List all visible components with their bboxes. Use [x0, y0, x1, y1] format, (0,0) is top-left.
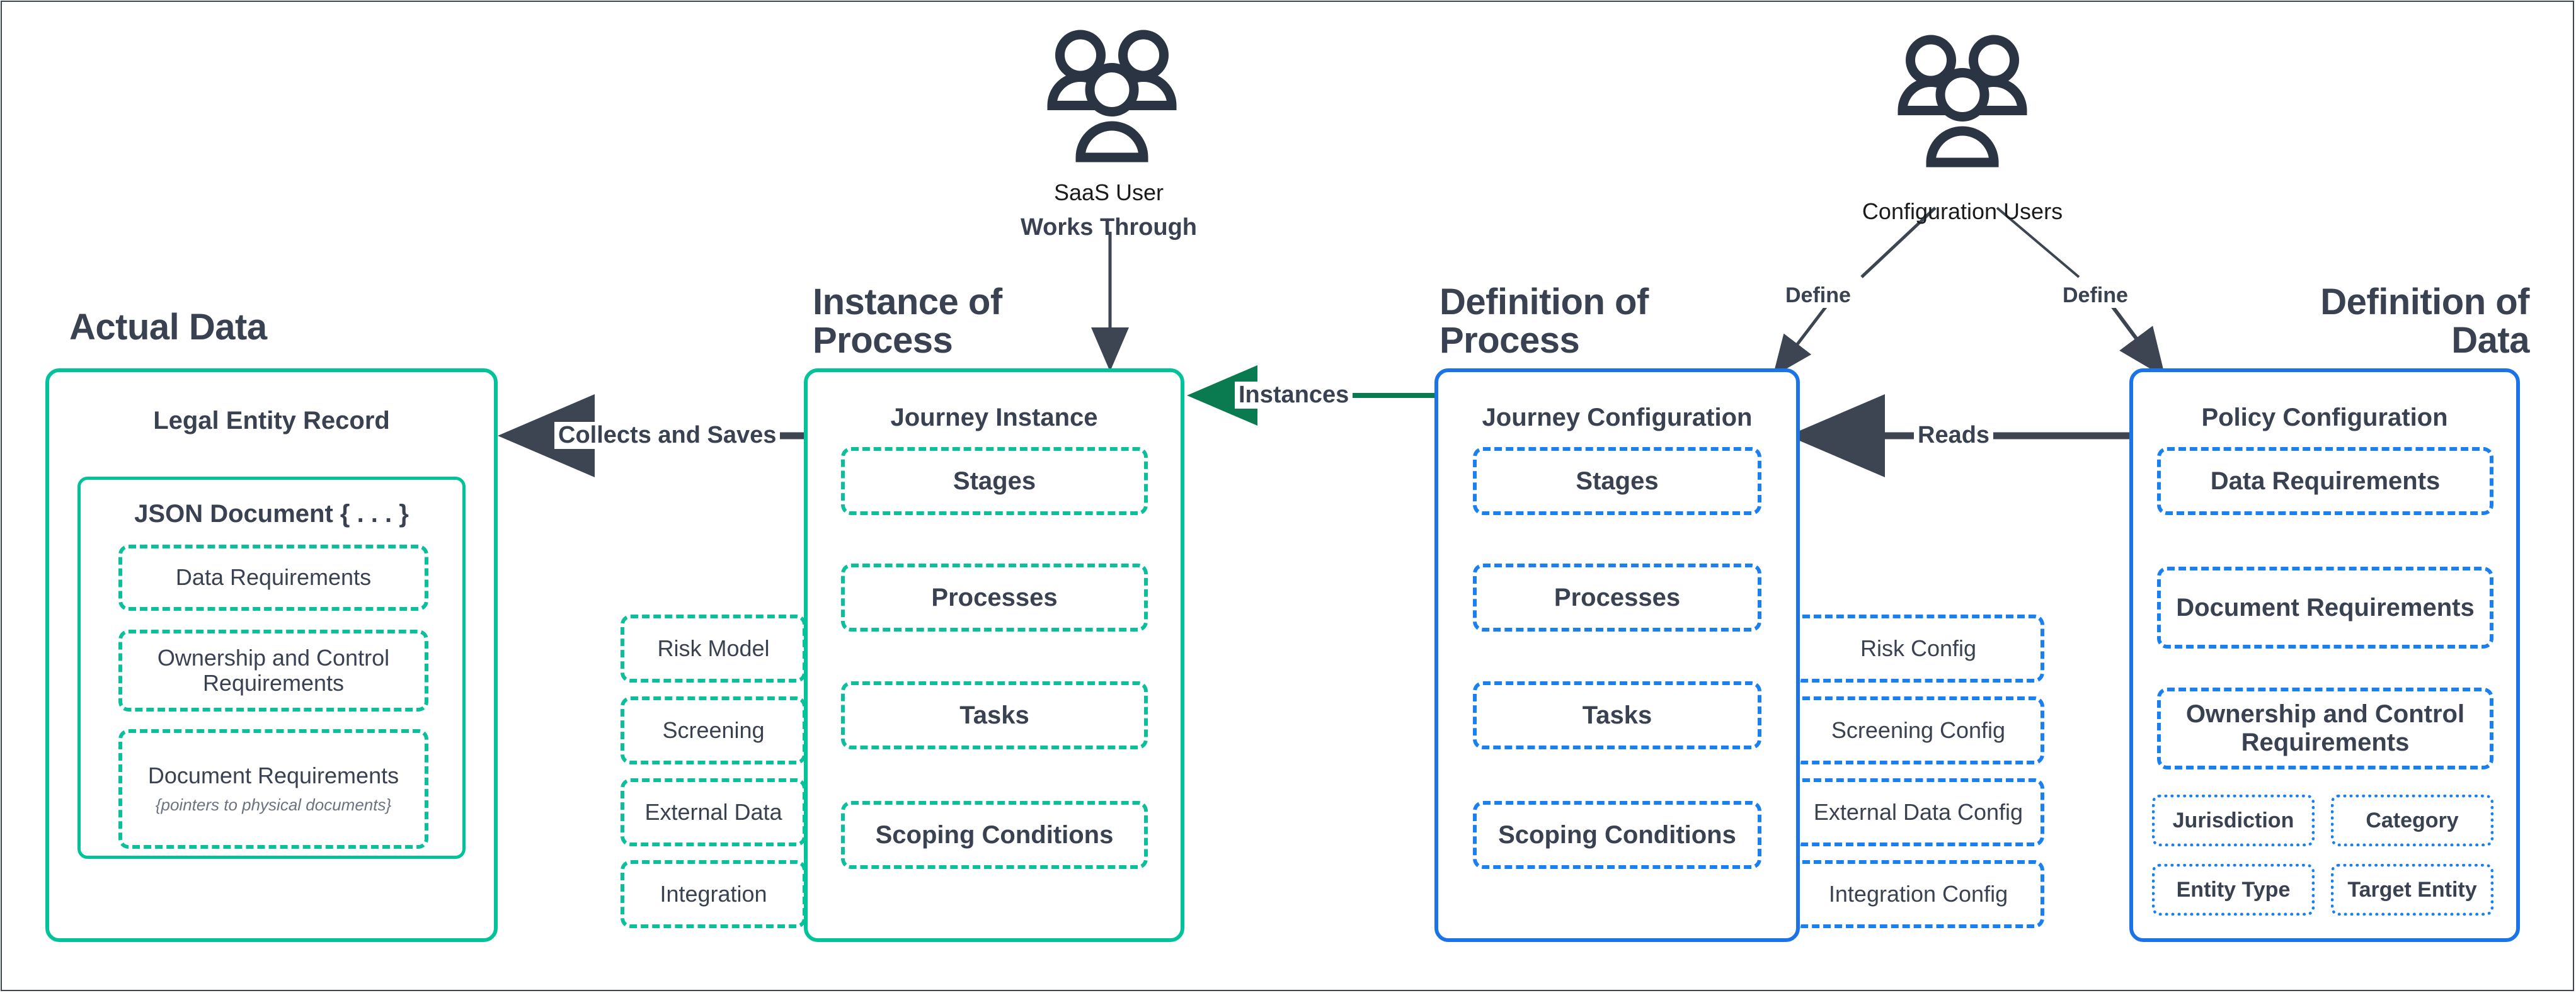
policy-tag-label: Jurisdiction: [2172, 808, 2294, 832]
policy-item-data-requirements: Data Requirements: [2157, 447, 2493, 515]
policy-tag-entity-type[interactable]: Entity Type: [2152, 864, 2315, 916]
policy-tag-label: Target Entity: [2347, 877, 2477, 902]
side-item-label: Screening: [662, 717, 765, 743]
instance-item-scoping-conditions: Scoping Conditions: [841, 801, 1148, 869]
json-item-label: Document Requirements: [147, 763, 399, 789]
config-item-label: Processes: [1554, 583, 1681, 611]
column-title-definition-of-process: Definition of Process: [1440, 281, 1649, 361]
config-item-processes: Processes: [1473, 564, 1761, 632]
edge-label-collects-and-saves: Collects and Saves: [554, 422, 781, 449]
config-side-item-external-data-config: External Data Config: [1792, 778, 2044, 846]
side-item-screening: Screening: [621, 696, 806, 764]
policy-item-label: Document Requirements: [2176, 593, 2475, 621]
config-item-tasks: Tasks: [1473, 681, 1761, 749]
json-item-document-requirements: Document Requirements {pointers to physi…: [118, 729, 428, 849]
edge-label-instances: Instances: [1235, 382, 1353, 409]
column-title-definition-of-data: Definition of Data: [2320, 281, 2529, 361]
config-side-item-label: Risk Config: [1860, 635, 1977, 661]
json-item-ownership-and-control-requirements: Ownership and Control Requirements: [118, 630, 428, 712]
saas-user-label: SaaS User: [1053, 179, 1164, 205]
json-document-title: JSON Document { . . . }: [134, 500, 409, 528]
instance-item-processes: Processes: [841, 564, 1148, 632]
edge-label-reads: Reads: [1914, 422, 1994, 449]
policy-item-ownership-and-control-requirements: Ownership and Control Requirements: [2157, 688, 2493, 769]
config-item-label: Scoping Conditions: [1498, 820, 1736, 849]
edge-label-define-right: Define: [2059, 283, 2132, 308]
policy-tag-category[interactable]: Category: [2331, 795, 2493, 846]
json-item-label: Data Requirements: [175, 564, 372, 591]
json-item-note: {pointers to physical documents}: [155, 795, 392, 814]
card-title-legal-entity-record: Legal Entity Record: [153, 407, 390, 434]
config-item-label: Tasks: [1582, 701, 1652, 729]
people-group-icon: [1898, 35, 2027, 167]
config-item-stages: Stages: [1473, 447, 1761, 515]
instance-item-tasks: Tasks: [841, 681, 1148, 749]
instance-item-label: Stages: [953, 467, 1036, 495]
instance-item-stages: Stages: [841, 447, 1148, 515]
policy-tag-label: Category: [2366, 808, 2459, 832]
side-item-risk-model: Risk Model: [621, 615, 806, 683]
config-side-item-risk-config: Risk Config: [1792, 615, 2044, 683]
instance-item-label: Processes: [931, 583, 1058, 611]
side-item-label: Risk Model: [657, 635, 770, 661]
people-group-icon: [1047, 30, 1177, 162]
edge-label-define-left: Define: [1782, 283, 1855, 308]
config-side-item-label: Screening Config: [1831, 717, 2006, 743]
side-item-label: External Data: [644, 798, 782, 825]
json-item-label: Ownership and Control Requirements: [157, 644, 390, 696]
config-side-item-integration-config: Integration Config: [1792, 860, 2044, 928]
config-side-item-label: External Data Config: [1813, 798, 2024, 825]
card-title-journey-instance: Journey Instance: [890, 404, 1098, 431]
side-item-external-data: External Data: [621, 778, 806, 846]
configuration-users-label: Configuration Users: [1862, 198, 2063, 224]
policy-item-document-requirements: Document Requirements: [2157, 567, 2493, 649]
json-item-data-requirements: Data Requirements: [118, 545, 428, 611]
policy-item-label: Ownership and Control Requirements: [2185, 700, 2465, 756]
column-title-actual-data: Actual Data: [69, 307, 267, 348]
card-title-policy-configuration: Policy Configuration: [2201, 404, 2448, 431]
config-side-item-label: Integration Config: [1828, 880, 2008, 907]
policy-tag-jurisdiction[interactable]: Jurisdiction: [2152, 795, 2315, 846]
config-item-scoping-conditions: Scoping Conditions: [1473, 801, 1761, 869]
instance-item-label: Scoping Conditions: [875, 820, 1114, 849]
side-item-label: Integration: [660, 880, 767, 907]
policy-tag-label: Entity Type: [2176, 877, 2291, 902]
policy-item-label: Data Requirements: [2210, 467, 2441, 495]
side-item-integration: Integration: [621, 860, 806, 928]
config-item-label: Stages: [1576, 467, 1659, 495]
card-title-journey-configuration: Journey Configuration: [1482, 404, 1753, 431]
config-side-item-screening-config: Screening Config: [1792, 696, 2044, 764]
saas-user-action-label: Works Through: [1020, 214, 1198, 241]
policy-tag-target-entity[interactable]: Target Entity: [2331, 864, 2493, 916]
instance-item-label: Tasks: [959, 701, 1029, 729]
column-title-instance-of-process: Instance of Process: [813, 281, 1002, 361]
